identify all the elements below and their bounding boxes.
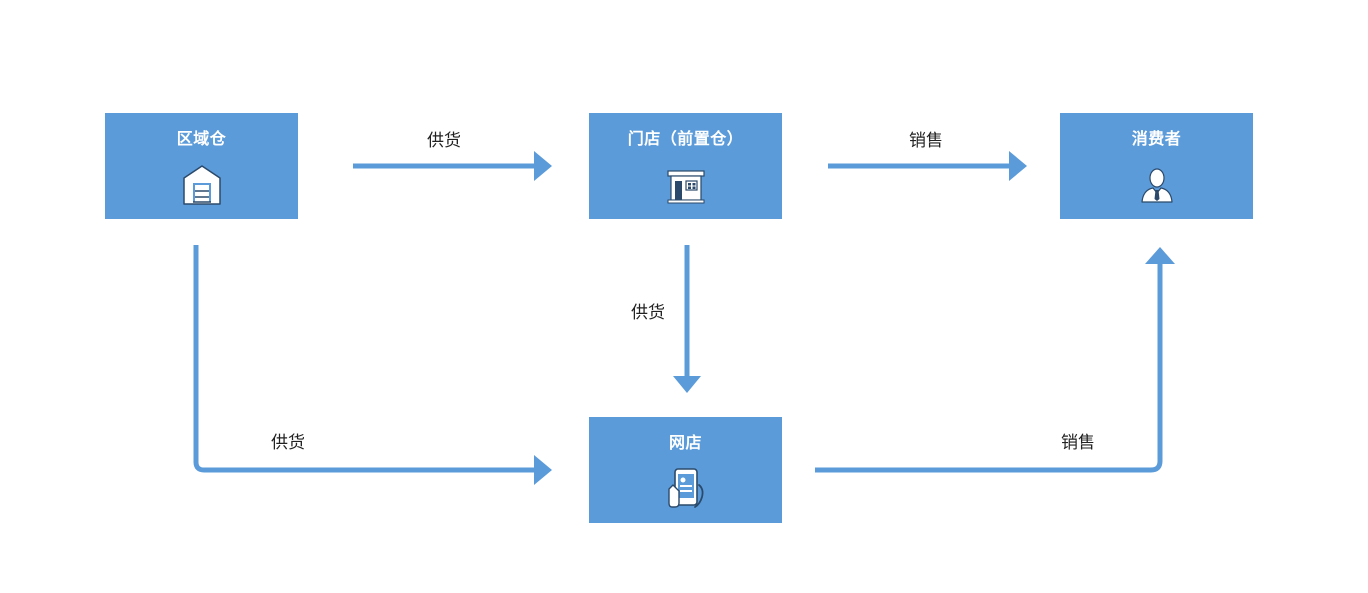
edge-label-online-to-consumer: 销售 <box>1061 433 1095 453</box>
edge-label-warehouse-to-store: 供货 <box>427 131 461 151</box>
arrowhead-consumer-top <box>1009 151 1027 181</box>
mobile-shop-icon <box>663 465 709 511</box>
edge-label-store-to-consumer: 销售 <box>909 131 943 151</box>
node-online-store: 网店 <box>589 417 782 523</box>
arrowhead-consumer-bottom <box>1145 247 1175 264</box>
node-title: 网店 <box>668 433 702 452</box>
node-title: 门店（前置仓） <box>627 129 744 148</box>
storefront-icon <box>663 161 709 207</box>
node-consumer: 消费者 <box>1060 113 1253 219</box>
node-title: 区域仓 <box>176 129 227 148</box>
user-icon <box>1134 161 1180 207</box>
node-regional-warehouse: 区域仓 <box>105 113 298 219</box>
node-store: 门店（前置仓） <box>589 113 782 219</box>
warehouse-icon <box>179 161 225 207</box>
edge-warehouse-to-online <box>193 245 536 473</box>
arrowhead-online-top <box>673 376 701 393</box>
edge-online-to-consumer <box>815 262 1163 473</box>
edge-label-warehouse-to-online: 供货 <box>271 433 305 453</box>
edge-label-store-to-online: 供货 <box>631 303 665 323</box>
arrowhead-store <box>534 151 552 181</box>
node-title: 消费者 <box>1131 129 1182 148</box>
arrowhead-online-left <box>534 455 552 485</box>
